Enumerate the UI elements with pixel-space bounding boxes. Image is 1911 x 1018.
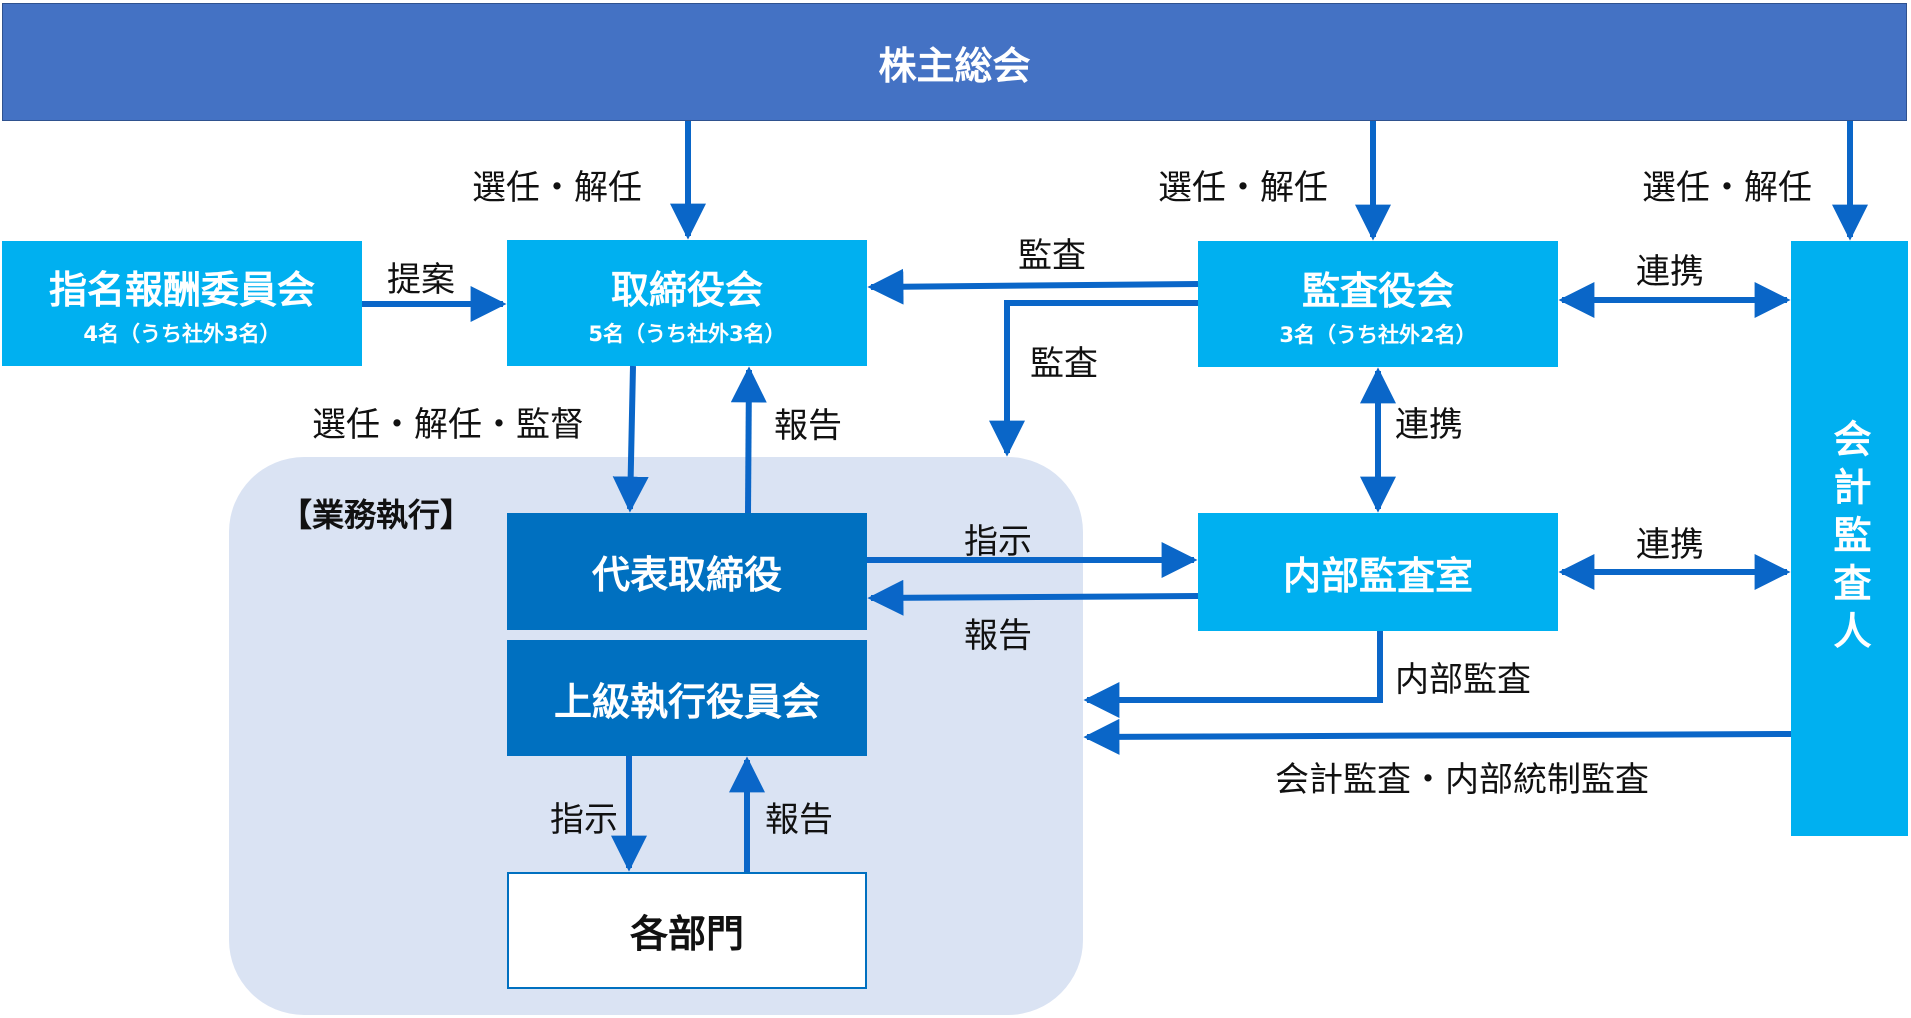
arrow-internal-audit-to-execution [1083, 631, 1383, 718]
label-report-departments: 報告 [765, 800, 833, 840]
departments-title: 各部門 [629, 912, 744, 956]
label-collab-accountant-top: 連携 [1636, 252, 1704, 292]
internal-audit-office-title: 内部監査室 [1282, 553, 1473, 598]
business-execution-label: 【業務執行】 [280, 496, 473, 534]
accounting-auditor-box: 会計監査人 [1791, 241, 1908, 836]
label-instruct-internal: 指示 [964, 522, 1032, 562]
arrow-accounting-auditor-to-execution [1083, 718, 1792, 755]
board-of-directors-members: 5名（うち社外3名） [588, 321, 786, 346]
label-audit-to-execution: 監査 [1030, 344, 1098, 384]
label-elect-supervise: 選任・解任・監督 [312, 405, 584, 445]
departments-box: 各部門 [507, 872, 867, 989]
audit-board-members: 3名（うち社外2名） [1279, 322, 1477, 347]
shareholders-meeting-box: 株主総会 [2, 3, 1907, 121]
accounting-auditor-title: 会計監査人 [1827, 418, 1871, 659]
label-collab-internal: 連携 [1395, 405, 1463, 445]
nomination-committee-box: 指名報酬委員会 4名（うち社外3名） [2, 241, 362, 366]
arrow-audit-board-to-execution [989, 300, 1198, 457]
label-internal-audit: 内部監査 [1395, 660, 1531, 700]
label-elect-board: 選任・解任 [472, 168, 642, 208]
arrow-ceo-to-board [730, 366, 767, 514]
label-report-to-board: 報告 [774, 406, 842, 446]
board-of-directors-box: 取締役会 5名（うち社外3名） [507, 240, 867, 366]
executive-committee-box: 上級執行役員会 [507, 640, 867, 756]
label-elect-accounting-auditor: 選任・解任 [1642, 168, 1812, 208]
internal-audit-office-box: 内部監査室 [1198, 513, 1558, 631]
audit-board-box: 監査役会 3名（うち社外2名） [1198, 241, 1558, 367]
label-proposal: 提案 [387, 260, 455, 300]
executive-committee-title: 上級執行役員会 [553, 679, 820, 724]
board-of-directors-title: 取締役会 [610, 267, 763, 312]
arrow-board-to-ceo [612, 365, 649, 513]
label-accounting-audit: 会計監査・内部統制監査 [1275, 760, 1649, 800]
shareholders-meeting-title: 株主総会 [878, 43, 1031, 88]
nomination-committee-title: 指名報酬委員会 [48, 268, 315, 312]
label-report-from-internal: 報告 [964, 616, 1032, 656]
label-instruct-departments: 指示 [550, 800, 618, 840]
representative-director-title: 代表取締役 [591, 553, 782, 597]
label-audit-to-board: 監査 [1018, 236, 1086, 276]
arrow-internal-audit-to-ceo [867, 579, 1199, 616]
label-collab-accountant-bottom: 連携 [1636, 525, 1704, 565]
label-elect-audit-board: 選任・解任 [1158, 168, 1328, 208]
audit-board-title: 監査役会 [1301, 268, 1454, 313]
arrow-audit-board-to-board [867, 268, 1199, 305]
nomination-committee-members: 4名（うち社外3名） [83, 322, 281, 346]
representative-director-box: 代表取締役 [507, 513, 867, 630]
